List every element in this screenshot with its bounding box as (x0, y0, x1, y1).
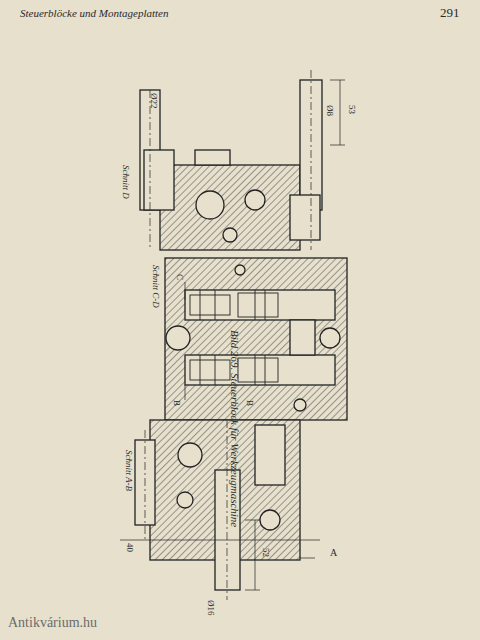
dimension: 53 (347, 105, 356, 114)
figure-caption: Bild 269. Steuerblock für Werkzeugmaschi… (229, 330, 240, 527)
section-letter: A (330, 548, 337, 558)
dimension: 40 (125, 543, 134, 552)
section-letter: B (245, 400, 254, 406)
section-letter: B (172, 400, 181, 406)
section-label: Schnitt D (121, 165, 130, 199)
dimension: 52 (261, 548, 270, 557)
section-label: Schnitt C-D (151, 265, 160, 308)
watermark: Antikvárium.hu (8, 616, 97, 630)
section-label: Schnitt A-B (124, 450, 133, 491)
dimension: Ø16 (206, 600, 215, 616)
page-number: 291 (440, 6, 460, 19)
dimension: Ø22 (149, 93, 158, 109)
running-head: Steuerblöcke und Montageplatten (20, 8, 168, 19)
dimension: Ø8 (325, 105, 334, 116)
section-letter: C (175, 274, 184, 280)
